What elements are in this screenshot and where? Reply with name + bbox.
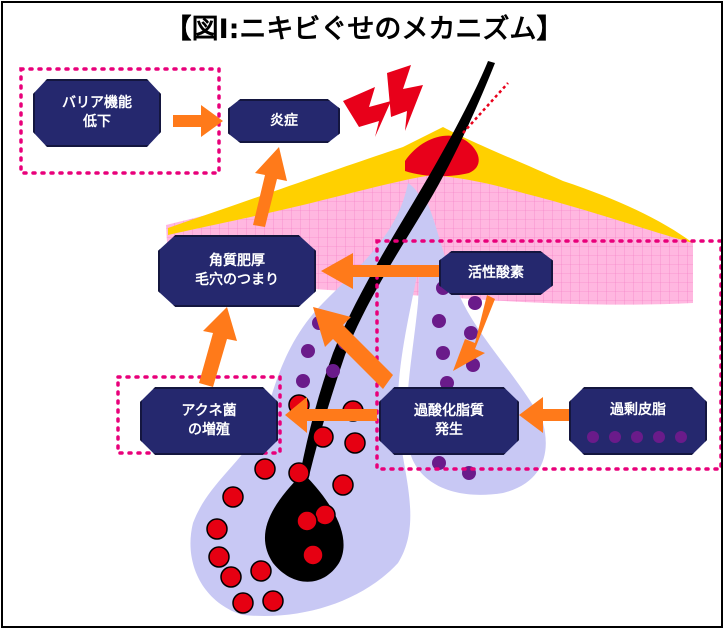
arrow-peroxide-to-acne xyxy=(285,397,377,433)
lightning-bolt-icon xyxy=(387,65,423,131)
arrow-peroxide-to-keratin xyxy=(313,307,393,389)
dotted-extension-line xyxy=(462,82,509,134)
sebum-dot-icon xyxy=(609,431,621,443)
arrow-sebum-to-peroxide xyxy=(519,397,569,433)
node-keratin-clog[interactable]: 角質肥厚 毛穴のつまり xyxy=(158,235,316,307)
node-excess-sebum[interactable]: 過剰皮脂 xyxy=(569,387,707,455)
lightning-bolt-icon xyxy=(343,87,391,137)
dotted-group-acne xyxy=(116,375,282,455)
node-label: アクネ菌 の増殖 xyxy=(181,403,237,438)
node-reactive-oxygen[interactable]: 活性酸素 xyxy=(439,251,553,295)
node-label: 活性酸素 xyxy=(468,264,524,281)
dotted-group-sebum xyxy=(375,239,721,471)
arrow-barrier-to-inflammation xyxy=(173,105,223,137)
node-label: 過酸化脂質 発生 xyxy=(414,403,484,438)
arrow-acne-to-keratin xyxy=(199,307,237,387)
node-label: 炎症 xyxy=(270,112,298,129)
arrow-keratin-to-inflammation xyxy=(253,147,287,227)
arrow-ros-to-peroxide xyxy=(453,295,495,371)
dotted-group-barrier xyxy=(19,67,221,175)
node-label: バリア機能 低下 xyxy=(62,95,132,130)
node-inflammation[interactable]: 炎症 xyxy=(228,99,340,143)
diagram-title: 【図Ⅰ:ニキビぐせのメカニズム】 xyxy=(164,14,564,45)
sebum-dot-row xyxy=(587,431,687,443)
node-barrier-decline[interactable]: バリア機能 低下 xyxy=(33,79,161,147)
sebum-dot-icon xyxy=(631,431,643,443)
node-acne-bacteria[interactable]: アクネ菌 の増殖 xyxy=(140,387,278,455)
sebum-dot-icon xyxy=(653,431,665,443)
node-lipid-peroxide[interactable]: 過酸化脂質 発生 xyxy=(379,387,519,455)
node-label: 角質肥厚 毛穴のつまり xyxy=(195,253,279,288)
sebum-dot-icon xyxy=(587,431,599,443)
sebum-dot-icon xyxy=(675,431,687,443)
node-label: 過剰皮脂 xyxy=(610,402,666,418)
hair-shaft xyxy=(295,61,495,503)
arrow-ros-to-keratin xyxy=(321,253,439,289)
